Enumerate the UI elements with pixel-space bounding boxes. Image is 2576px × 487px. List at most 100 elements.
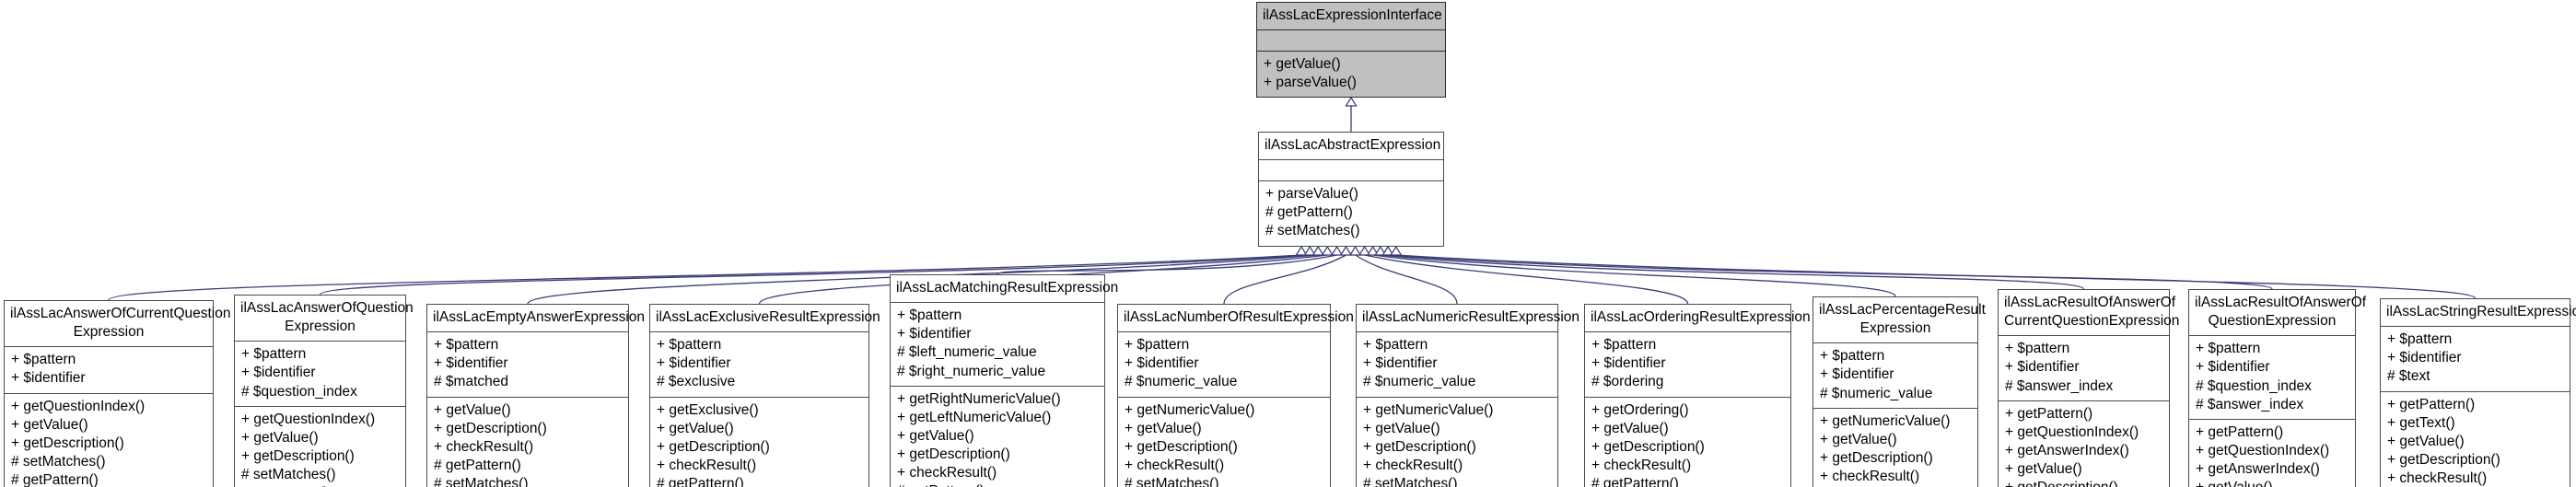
operation-compartment: + parseValue()# getPattern()# setMatches… bbox=[1259, 181, 1443, 245]
operation-compartment: + getNumericValue()+ getValue()+ getDesc… bbox=[1118, 398, 1330, 487]
class-node-ordering-result[interactable]: ilAssLacOrderingResultExpression+ $patte… bbox=[1584, 304, 1811, 487]
class-name: ilAssLacNumericResultExpression bbox=[1357, 305, 1579, 333]
attribute-row: + $identifier bbox=[2196, 359, 2270, 376]
operation-row: + parseValue() bbox=[1265, 186, 1358, 203]
class-node-exclusive-result[interactable]: ilAssLacExclusiveResultExpression+ $patt… bbox=[649, 304, 880, 487]
class-node-string-result[interactable]: ilAssLacStringResultExpression + $pattern… bbox=[2380, 298, 2576, 487]
operation-compartment: + getQuestionIndex()+ getValue()+ getDes… bbox=[235, 407, 405, 487]
attribute-row: # $numeric_value bbox=[1363, 374, 1476, 390]
edge-answer-of-current-question-to-abstract bbox=[108, 254, 1302, 301]
operation-row: # setMatches() bbox=[434, 476, 529, 487]
attribute-row: + $pattern bbox=[897, 307, 962, 324]
attribute-row: + $pattern bbox=[1820, 348, 1885, 365]
operation-row: # getPattern() bbox=[897, 482, 1098, 487]
attribute-row: + $identifier bbox=[2387, 350, 2462, 366]
operation-row: + getValue() bbox=[241, 429, 319, 446]
class-name: ilAssLacStringResultExpression bbox=[2381, 299, 2576, 328]
generalization-arrowhead bbox=[1303, 245, 1316, 256]
attribute-compartment: + $pattern+ $identifier# $ordering bbox=[1585, 332, 1790, 398]
attribute-row: + $pattern bbox=[657, 337, 722, 354]
attribute-row: # $text bbox=[2387, 368, 2430, 385]
attribute-row: # $matched bbox=[434, 374, 508, 390]
operation-row: + checkResult() bbox=[2387, 470, 2488, 487]
class-node-numeric-result[interactable]: ilAssLacNumericResultExpression + $patter… bbox=[1356, 304, 1579, 487]
attribute-row: + $identifier bbox=[897, 326, 972, 342]
generalization-arrowhead bbox=[1358, 245, 1371, 256]
operation-row: # setMatches() bbox=[1363, 476, 1458, 487]
operation-row: + parseValue() bbox=[1264, 75, 1357, 91]
operation-row: + getValue() bbox=[1125, 420, 1202, 436]
attribute-row: # $numeric_value bbox=[1820, 385, 1933, 401]
generalization-arrowhead bbox=[1390, 245, 1403, 256]
operation-row: + getDescription() bbox=[2387, 451, 2500, 468]
operation-row: + getValue() bbox=[2387, 433, 2465, 449]
class-name: ilAssLacAnswerOfCurrentQuestion Expressi… bbox=[5, 301, 231, 348]
attribute-compartment: + $pattern+ $identifier bbox=[5, 347, 213, 394]
operation-row: + checkResult() bbox=[1591, 457, 1692, 473]
edge-matching-result-to-abstract bbox=[997, 254, 1337, 275]
class-node-matching-result[interactable]: ilAssLacMatchingResultExpression + $patte… bbox=[890, 274, 1118, 487]
generalization-arrowhead bbox=[1339, 245, 1353, 256]
attribute-compartment: + $pattern+ $identifier# $numeric_value bbox=[1118, 332, 1330, 398]
attribute-row: # $right_numeric_value bbox=[897, 363, 1046, 379]
operation-row: + getDescription() bbox=[657, 438, 770, 455]
operation-row: + getDescription() bbox=[434, 420, 547, 436]
class-name: ilAssLacResultOfAnswerOf CurrentQuestion… bbox=[1999, 290, 2179, 337]
class-name: ilAssLacAbstractExpression bbox=[1259, 133, 1443, 161]
class-name: ilAssLacNumberOfResultExpression bbox=[1118, 305, 1354, 333]
class-node-result-of-answer-of-question[interactable]: ilAssLacResultOfAnswerOf QuestionExpress… bbox=[2188, 289, 2366, 487]
attribute-compartment: + $pattern+ $identifier# $exclusive bbox=[650, 332, 868, 398]
operation-compartment: + getQuestionIndex()+ getValue()+ getDes… bbox=[5, 394, 213, 487]
operation-row: # setMatches() bbox=[1265, 223, 1360, 239]
operation-compartment: + getValue()+ parseValue() bbox=[1257, 52, 1445, 97]
operation-row: # getPattern() bbox=[241, 484, 399, 487]
operation-row: + checkResult() bbox=[1363, 457, 1463, 473]
class-node-empty-answer[interactable]: ilAssLacEmptyAnswerExpression+ $pattern+… bbox=[426, 304, 645, 487]
attribute-row: + $pattern bbox=[2387, 331, 2453, 348]
generalization-arrowhead bbox=[1330, 245, 1344, 256]
operation-row: + getOrdering() bbox=[1591, 401, 1689, 418]
attribute-compartment: + $pattern+ $identifier # $numeric_value bbox=[1813, 343, 1977, 409]
attribute-row: + $identifier bbox=[2005, 359, 2080, 376]
attribute-row: + $pattern bbox=[1125, 337, 1190, 354]
class-node-interface[interactable]: ilAssLacExpressionInterface+ getValue()+… bbox=[1256, 2, 1446, 99]
attribute-row: + $identifier bbox=[434, 355, 508, 372]
operation-row: + getPattern() bbox=[2005, 405, 2093, 422]
class-node-answer-of-current-question[interactable]: ilAssLacAnswerOfCurrentQuestion Expressi… bbox=[4, 300, 231, 487]
attribute-row: + $pattern bbox=[1363, 337, 1428, 354]
edge-numeric-result-to-abstract bbox=[1355, 254, 1458, 305]
operation-compartment: + getPattern()+ getText()+ getValue()+ g… bbox=[2381, 392, 2570, 487]
class-node-abstract[interactable]: ilAssLacAbstractExpression + parseValue()… bbox=[1258, 132, 1444, 247]
attribute-row: # $left_numeric_value bbox=[897, 344, 1037, 361]
edge-number-of-result-to-abstract bbox=[1223, 254, 1346, 305]
operation-row: + getExclusive() bbox=[657, 401, 759, 418]
operation-row: # setMatches() bbox=[11, 453, 106, 470]
class-name: ilAssLacMatchingResultExpression bbox=[891, 275, 1118, 304]
class-node-percentage-result[interactable]: ilAssLacPercentageResult Expression+ $pa… bbox=[1813, 296, 1986, 487]
edge-ordering-result-to-abstract bbox=[1364, 254, 1689, 305]
operation-row: + checkResult() bbox=[1125, 457, 1225, 473]
edge-answer-of-question-to-abstract bbox=[319, 254, 1311, 296]
operation-row: + getDescription() bbox=[1125, 438, 1238, 455]
operation-row: + getValue() bbox=[897, 427, 974, 444]
operation-compartment: + getPattern()+ getQuestionIndex()+ getA… bbox=[1999, 401, 2169, 487]
attribute-row: + $identifier bbox=[1363, 355, 1438, 372]
attribute-row: + $identifier bbox=[1125, 355, 1199, 372]
generalization-arrowhead bbox=[1345, 96, 1358, 107]
operation-row: + checkResult() bbox=[434, 438, 534, 455]
attribute-row: + $pattern bbox=[241, 346, 307, 363]
operation-row: + getLeftNumericValue() bbox=[897, 409, 1052, 425]
generalization-arrowhead bbox=[1311, 245, 1324, 256]
generalization-arrowhead bbox=[1348, 245, 1362, 256]
operation-row: + getValue() bbox=[2005, 461, 2082, 478]
attribute-compartment: + $pattern+ $identifier# $matched bbox=[427, 332, 628, 398]
operation-row: + getValue() bbox=[434, 401, 511, 418]
class-name: ilAssLacOrderingResultExpression bbox=[1585, 305, 1811, 333]
class-node-number-of-result[interactable]: ilAssLacNumberOfResultExpression+ $patte… bbox=[1117, 304, 1354, 487]
attribute-row: + $pattern bbox=[11, 352, 76, 368]
attribute-row: + $identifier bbox=[1820, 366, 1894, 383]
class-node-answer-of-question[interactable]: ilAssLacAnswerOfQuestion Expression+ $pa… bbox=[234, 295, 414, 487]
attribute-compartment bbox=[1257, 30, 1445, 52]
class-node-result-of-answer-of-current-question[interactable]: ilAssLacResultOfAnswerOf CurrentQuestion… bbox=[1998, 289, 2179, 487]
